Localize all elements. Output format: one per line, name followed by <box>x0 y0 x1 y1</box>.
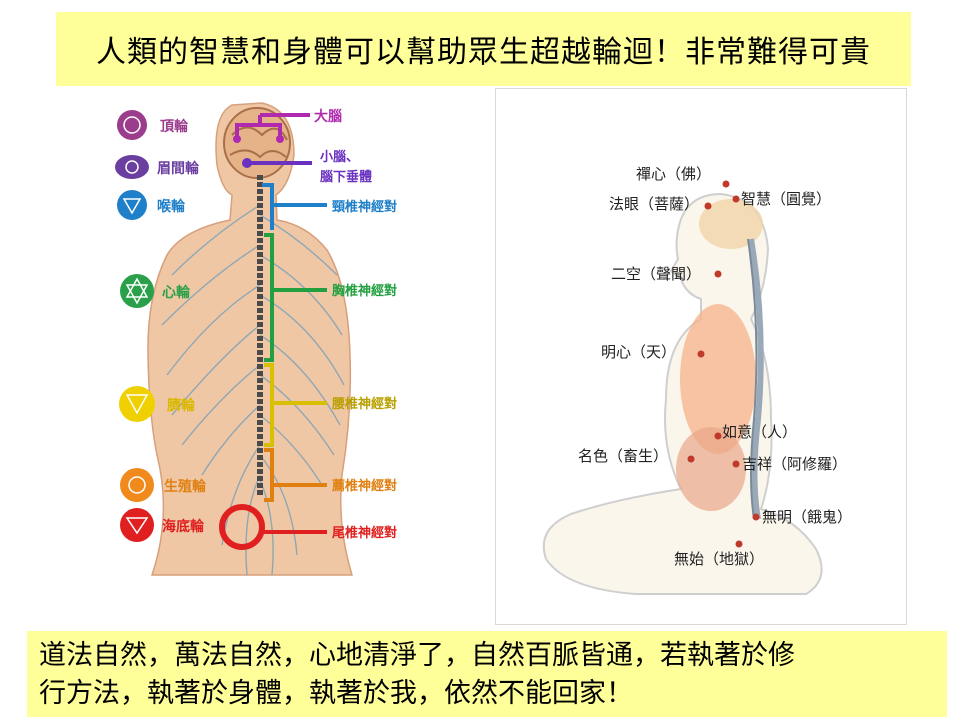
label-mingse: 名色（畜生） <box>578 447 668 465</box>
label-fayan: 法眼（菩薩） <box>609 195 699 213</box>
meditation-svg: 禪心（佛） 智慧（圓覺） 法眼（菩薩） 二空（聲聞） 明心（天） 如意（人） 名… <box>496 89 906 624</box>
footer-line-2: 行方法，執著於身體，執著於我，依然不能回家！ <box>39 675 937 713</box>
page-title: 人類的智慧和身體可以幫助眾生超越輪迴！非常難得可貴 <box>96 27 871 71</box>
chakra-third-eye-icon <box>115 155 149 179</box>
title-banner: 人類的智慧和身體可以幫助眾生超越輪迴！非常難得可貴 <box>56 12 911 86</box>
point-mingxin <box>698 351 705 358</box>
label-mingxin: 明心（天） <box>601 343 676 361</box>
chakra-root-icon <box>120 508 154 542</box>
chakra-label-root: 海底輪 <box>162 518 205 535</box>
chakra-throat-icon <box>117 190 147 220</box>
label-zhihui: 智慧（圓覺） <box>741 190 831 208</box>
label-ruyi: 如意（人） <box>722 423 797 441</box>
point-ruyi <box>715 433 722 440</box>
chakra-label-solar-plexus: 臍輪 <box>167 397 196 414</box>
chakra-spine-diagram: 頂輪 眉間輪 喉輪 心輪 臍輪 生殖輪 海底輪 大腦 小腦、 腦下垂體 頸椎神經… <box>112 95 432 585</box>
chakra-label-throat: 喉輪 <box>157 198 186 215</box>
chakra-sacral-icon <box>120 468 154 502</box>
point-wushi <box>736 541 743 548</box>
point-fayan <box>705 203 712 210</box>
point-chanxin <box>723 181 730 188</box>
chakra-label-crown: 頂輪 <box>160 118 189 135</box>
callout-cerebellum: 小腦、 <box>320 149 359 165</box>
brain <box>224 108 290 178</box>
callout-lumbar: 腰椎神經對 <box>331 396 397 412</box>
chakra-crown-icon <box>117 110 147 140</box>
point-zhihui <box>733 196 740 203</box>
chakra-spine-svg: 頂輪 眉間輪 喉輪 心輪 臍輪 生殖輪 海底輪 大腦 小腦、 腦下垂體 頸椎神經… <box>112 95 432 585</box>
footer-banner: 道法自然，萬法自然，心地清淨了，自然百脈皆通，若執著於修 行方法，執著於身體，執… <box>27 631 947 717</box>
cervical-bracket <box>262 185 327 230</box>
chakra-label-third-eye: 眉間輪 <box>157 160 200 177</box>
chakra-heart-icon <box>120 274 154 308</box>
point-wuming <box>753 514 760 521</box>
point-jixiang <box>733 461 740 468</box>
chakra-solar-plexus-icon <box>119 386 155 422</box>
chakra-label-heart: 心輪 <box>162 284 191 301</box>
label-wushi: 無始（地獄） <box>674 550 764 568</box>
callout-pituitary: 腦下垂體 <box>320 169 372 185</box>
meditation-points-diagram: 禪心（佛） 智慧（圓覺） 法眼（菩薩） 二空（聲聞） 明心（天） 如意（人） 名… <box>495 88 907 625</box>
callout-cerebrum: 大腦 <box>314 108 342 125</box>
callout-coccyx: 尾椎神經對 <box>332 525 397 541</box>
label-erkong: 二空（聲聞） <box>611 265 701 283</box>
label-jixiang: 吉祥（阿修羅） <box>742 455 847 473</box>
point-mingse <box>688 456 695 463</box>
footer-line-1: 道法自然，萬法自然，心地清淨了，自然百脈皆通，若執著於修 <box>39 637 937 675</box>
chakra-label-sacral: 生殖輪 <box>164 478 207 495</box>
label-chanxin: 禪心（佛） <box>636 165 711 183</box>
label-wuming: 無明（餓鬼） <box>762 508 852 526</box>
point-erkong <box>715 271 722 278</box>
callout-cervical: 頸椎神經對 <box>332 199 397 215</box>
callout-sacral: 薦椎神經對 <box>332 478 397 494</box>
callout-thoracic: 胸椎神經對 <box>332 283 397 299</box>
